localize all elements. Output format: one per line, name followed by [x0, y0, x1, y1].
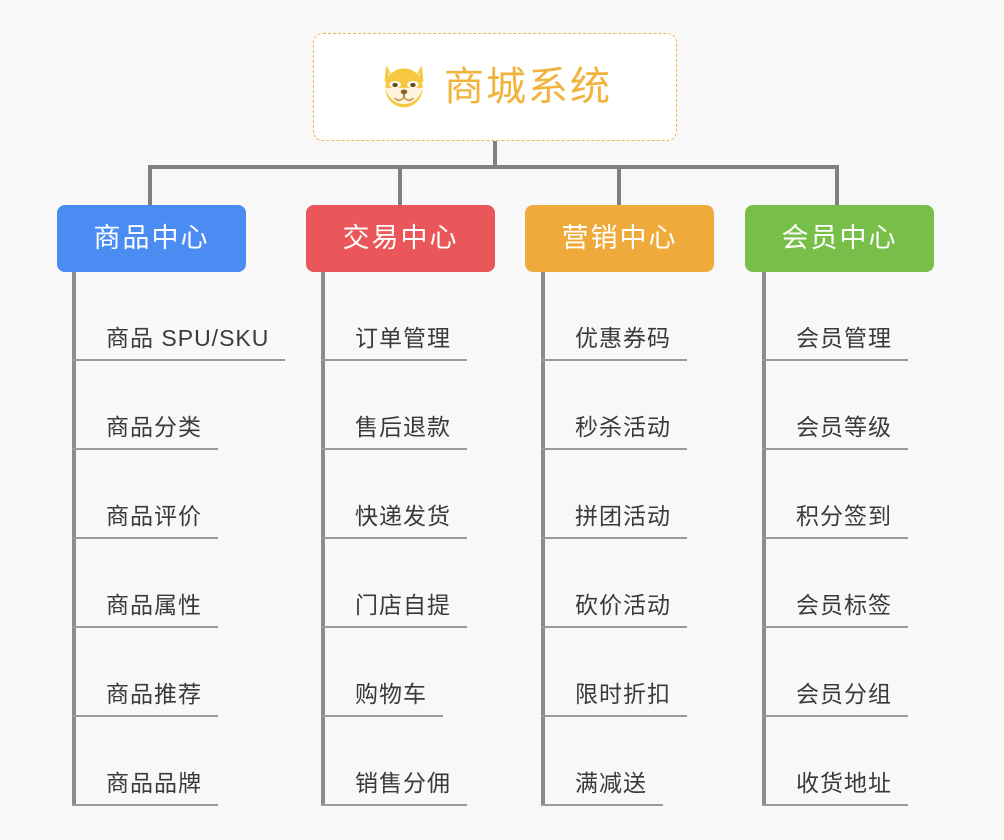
branch-box-3[interactable]: 营销中心 — [525, 205, 714, 272]
leaf-label: 会员标签 — [796, 592, 892, 618]
leaf-underline — [321, 715, 443, 717]
leaf-underline — [762, 804, 908, 806]
leaf-label: 会员管理 — [796, 325, 892, 351]
leaf-underline — [762, 715, 908, 717]
shiba-dog-icon — [384, 65, 424, 108]
leaf-label: 商品属性 — [106, 592, 202, 618]
leaf-item-4-1[interactable]: 会员管理 — [762, 272, 908, 361]
branch-label-1: 商品中心 — [93, 223, 210, 253]
leaf-underline — [72, 804, 218, 806]
leaf-item-1-5[interactable]: 商品推荐 — [72, 628, 218, 717]
leaf-underline — [72, 537, 218, 539]
leaf-item-3-5[interactable]: 限时折扣 — [541, 628, 687, 717]
leaf-underline — [321, 448, 467, 450]
leaf-label: 会员等级 — [796, 414, 892, 440]
leaf-underline — [321, 359, 467, 361]
leaf-label: 订单管理 — [355, 325, 451, 351]
leaf-label: 满减送 — [575, 770, 647, 796]
leaf-item-4-4[interactable]: 会员标签 — [762, 539, 908, 628]
leaf-item-2-1[interactable]: 订单管理 — [321, 272, 467, 361]
leaf-underline — [321, 537, 467, 539]
leaf-underline — [762, 537, 908, 539]
leaf-item-2-2[interactable]: 售后退款 — [321, 361, 467, 450]
leaf-label: 优惠券码 — [575, 325, 671, 351]
leaf-label: 商品分类 — [106, 414, 202, 440]
leaf-item-1-4[interactable]: 商品属性 — [72, 539, 218, 628]
leaf-item-2-4[interactable]: 门店自提 — [321, 539, 467, 628]
leaf-label: 购物车 — [355, 681, 427, 707]
branch-box-1[interactable]: 商品中心 — [57, 205, 246, 272]
leaf-underline — [541, 448, 687, 450]
leaf-underline — [762, 359, 908, 361]
connector-drop-4 — [835, 165, 839, 207]
leaf-label: 会员分组 — [796, 681, 892, 707]
leaf-underline — [72, 626, 218, 628]
connector-horizontal-bus — [148, 165, 839, 169]
leaf-item-2-3[interactable]: 快递发货 — [321, 450, 467, 539]
leaf-underline — [72, 715, 218, 717]
leaf-underline — [321, 626, 467, 628]
leaf-label: 砍价活动 — [575, 592, 671, 618]
connector-drop-1 — [148, 165, 152, 207]
leaf-item-3-6[interactable]: 满减送 — [541, 717, 663, 806]
leaf-label: 商品品牌 — [106, 770, 202, 796]
leaf-label: 积分签到 — [796, 503, 892, 529]
leaf-item-1-1[interactable]: 商品 SPU/SKU — [72, 272, 285, 361]
leaf-underline — [541, 537, 687, 539]
connector-drop-3 — [617, 165, 621, 207]
leaf-item-2-5[interactable]: 购物车 — [321, 628, 443, 717]
leaf-label: 收货地址 — [796, 770, 892, 796]
leaf-item-4-6[interactable]: 收货地址 — [762, 717, 908, 806]
root-title: 商城系统 — [444, 65, 612, 109]
branch-label-3: 营销中心 — [561, 223, 678, 253]
branch-label-2: 交易中心 — [342, 223, 459, 253]
leaf-item-4-5[interactable]: 会员分组 — [762, 628, 908, 717]
branch-box-4[interactable]: 会员中心 — [745, 205, 934, 272]
leaf-label: 销售分佣 — [355, 770, 451, 796]
leaf-underline — [321, 804, 467, 806]
leaf-label: 商品评价 — [106, 503, 202, 529]
leaf-underline — [541, 804, 663, 806]
leaf-label: 快递发货 — [355, 503, 451, 529]
leaf-label: 秒杀活动 — [575, 414, 671, 440]
leaf-label: 门店自提 — [355, 592, 451, 618]
leaf-item-3-4[interactable]: 砍价活动 — [541, 539, 687, 628]
leaf-item-3-1[interactable]: 优惠券码 — [541, 272, 687, 361]
leaf-item-1-3[interactable]: 商品评价 — [72, 450, 218, 539]
leaf-item-3-3[interactable]: 拼团活动 — [541, 450, 687, 539]
leaf-item-2-6[interactable]: 销售分佣 — [321, 717, 467, 806]
leaf-spine-4 — [762, 272, 766, 806]
leaf-underline — [72, 448, 218, 450]
leaf-underline — [762, 448, 908, 450]
leaf-label: 拼团活动 — [575, 503, 671, 529]
leaf-underline — [541, 359, 687, 361]
leaf-underline — [72, 359, 285, 361]
leaf-label: 商品 SPU/SKU — [106, 325, 270, 351]
root-node[interactable]: 商城系统 — [313, 33, 677, 141]
leaf-item-3-2[interactable]: 秒杀活动 — [541, 361, 687, 450]
leaf-item-4-3[interactable]: 积分签到 — [762, 450, 908, 539]
leaf-item-1-2[interactable]: 商品分类 — [72, 361, 218, 450]
leaf-underline — [541, 626, 687, 628]
branch-box-2[interactable]: 交易中心 — [306, 205, 495, 272]
leaf-item-4-2[interactable]: 会员等级 — [762, 361, 908, 450]
leaf-spine-2 — [321, 272, 325, 806]
leaf-item-1-6[interactable]: 商品品牌 — [72, 717, 218, 806]
leaf-label: 售后退款 — [355, 414, 451, 440]
connector-drop-2 — [398, 165, 402, 207]
connector-root-stem — [493, 141, 497, 168]
leaf-label: 商品推荐 — [106, 681, 202, 707]
leaf-spine-1 — [72, 272, 76, 806]
leaf-label: 限时折扣 — [575, 681, 671, 707]
branch-label-4: 会员中心 — [781, 223, 898, 253]
leaf-spine-3 — [541, 272, 545, 806]
leaf-underline — [541, 715, 687, 717]
leaf-underline — [762, 626, 908, 628]
